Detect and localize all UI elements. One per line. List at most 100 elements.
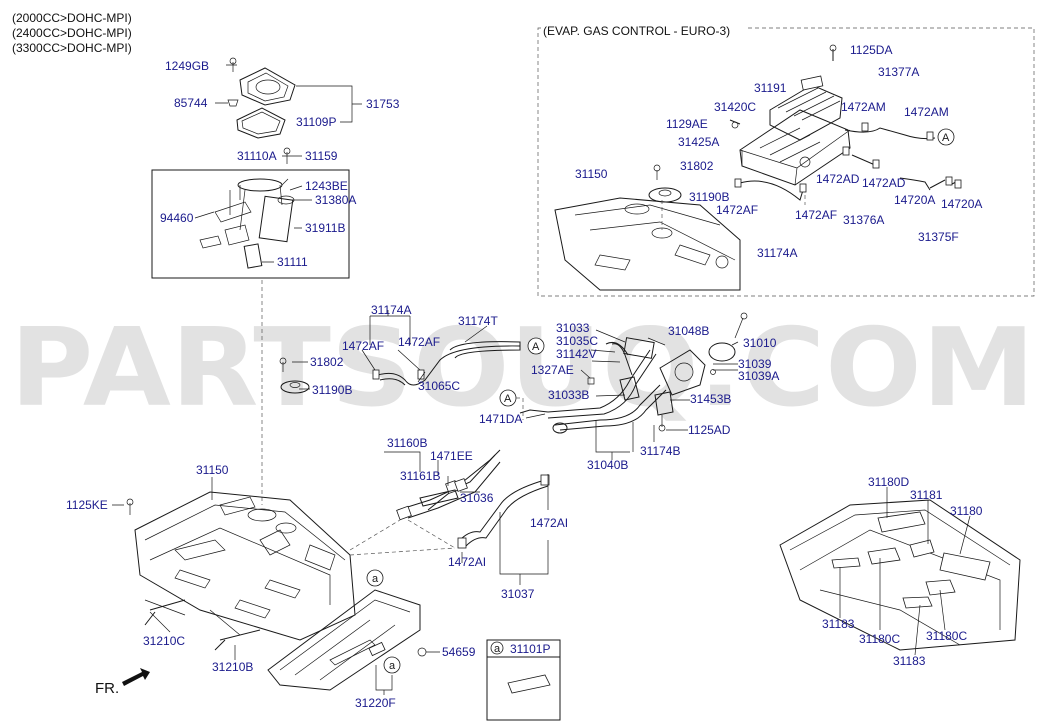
label-1125AD: 1125AD [688, 423, 731, 437]
label-31180: 31180 [950, 504, 983, 518]
label-1243BE: 1243BE [305, 179, 348, 193]
label-31036: 31036 [460, 491, 494, 505]
under-cover-drawing: a a [267, 569, 427, 691]
label-31174A-evap: 31174A [757, 246, 797, 260]
label-31110A: 31110A [237, 149, 277, 163]
label-31911B: 31911B [305, 221, 345, 235]
label-1327AE: 1327AE [531, 363, 574, 377]
label-1472AD-1: 1472AD [816, 172, 860, 186]
label-31037: 31037 [501, 587, 535, 601]
label-31180C-2: 31180C [926, 629, 967, 643]
label-31065C: 31065C [418, 379, 460, 393]
label-31190B-evap: 31190B [689, 190, 729, 204]
ref-marker-a-box: a [494, 643, 501, 655]
label-31802-mid: 31802 [310, 355, 344, 369]
label-1125KE: 1125KE [66, 498, 108, 512]
label-31180C-1: 31180C [859, 632, 900, 646]
right-tank-drawing [779, 499, 1021, 651]
ref-marker-A-inset [937, 128, 955, 146]
label-31191: 31191 [754, 81, 787, 95]
label-1472AI-2: 1472AI [448, 555, 486, 569]
label-1472AF-evap-2: 1472AF [795, 208, 837, 222]
label-31040B: 31040B [587, 458, 628, 472]
label-1472AF-evap-1: 1472AF [716, 203, 758, 217]
label-31210C: 31210C [143, 634, 185, 648]
label-1472AM-1: 1472AM [841, 100, 886, 114]
evap-tank-drawing [554, 197, 741, 291]
label-31048B: 31048B [668, 324, 709, 338]
label-31033B: 31033B [548, 388, 589, 402]
front-label: FR. [95, 680, 119, 697]
label-31160B: 31160B [387, 436, 427, 450]
main-tank-drawing [126, 491, 356, 651]
label-31101P: 31101P [510, 642, 550, 656]
label-1471EE: 1471EE [430, 449, 473, 463]
label-1472AF-mid-2: 1472AF [398, 335, 440, 349]
evap-inset: (EVAP. GAS CONTROL - EURO-3) [537, 23, 1035, 297]
ref-marker-a-cover-1: a [372, 573, 379, 585]
label-31039: 31039 [738, 357, 772, 371]
label-31159: 31159 [305, 149, 338, 163]
canister-drawing [729, 44, 851, 186]
ref-marker-A-mid: A [532, 341, 540, 353]
label-1472AI-1: 1472AI [530, 516, 568, 530]
label-31181: 31181 [910, 488, 943, 502]
engine-variant-1: (2000CC>DOHC-MPI) [12, 11, 132, 25]
label-31375F: 31375F [918, 230, 959, 244]
evap-inset-title: (EVAP. GAS CONTROL - EURO-3) [543, 24, 730, 38]
label-1472AD-2: 1472AD [862, 176, 906, 190]
label-31150-main: 31150 [196, 463, 229, 477]
label-31753: 31753 [366, 97, 400, 111]
front-arrow-icon [122, 668, 150, 686]
label-1471DA: 1471DA [479, 412, 522, 426]
label-31190B-mid: 31190B [312, 383, 352, 397]
label-31039A: 31039A [738, 369, 779, 383]
label-31180D: 31180D [868, 475, 909, 489]
evap-hoses-drawing [648, 122, 962, 203]
ref-marker-a-cover-2: a [389, 660, 396, 672]
label-1472AF-mid-1: 1472AF [342, 339, 384, 353]
part-31101p-box: a [486, 639, 561, 721]
fuel-hoses-drawing [396, 449, 550, 549]
label-85744: 85744 [174, 96, 208, 110]
label-31453B: 31453B [690, 392, 731, 406]
label-14720A-1: 14720A [894, 193, 935, 207]
label-31174B: 31174B [640, 444, 680, 458]
label-31210B: 31210B [212, 660, 253, 674]
label-31150-evap: 31150 [575, 167, 608, 181]
label-31183-2: 31183 [893, 654, 926, 668]
label-31111: 31111 [277, 255, 308, 269]
vent-hose-drawing: A [279, 337, 545, 394]
ref-marker-A-inset-text: A [942, 132, 950, 144]
label-1472AM-2: 1472AM [904, 105, 949, 119]
label-31377A: 31377A [878, 65, 919, 79]
label-31802-evap: 31802 [680, 159, 714, 173]
label-31161B: 31161B [400, 469, 440, 483]
label-31376A: 31376A [843, 213, 884, 227]
engine-variant-3: (3300CC>DOHC-MPI) [12, 41, 132, 55]
label-31174T: 31174T [458, 314, 498, 328]
label-31425A: 31425A [678, 135, 719, 149]
label-31010: 31010 [743, 336, 777, 350]
label-1129AE: 1129AE [666, 117, 708, 131]
part-labels: 1249GB 85744 31753 31109P 31110A 31159 1… [66, 43, 983, 710]
front-direction-indicator: FR. [95, 668, 150, 697]
label-1125DA: 1125DA [850, 43, 892, 57]
label-31420C: 31420C [714, 100, 756, 114]
evap-inset-frame [537, 27, 1035, 297]
label-31033: 31033 [556, 321, 590, 335]
label-54659: 54659 [442, 645, 476, 659]
label-31174A-mid: 31174A [371, 303, 411, 317]
label-31220F: 31220F [355, 696, 396, 710]
pump-box-frame [151, 169, 350, 279]
watermark-text: PARTSOUQ.COM [10, 306, 1035, 431]
label-31035C: 31035C [556, 334, 598, 348]
engine-variant-header: (2000CC>DOHC-MPI) (2400CC>DOHC-MPI) (330… [12, 11, 132, 55]
pump-assembly-drawing [151, 57, 350, 279]
ref-marker-A-filler: A [504, 393, 512, 405]
label-31380A: 31380A [315, 193, 356, 207]
label-31109P: 31109P [296, 115, 336, 129]
filler-neck-drawing: A [499, 312, 748, 434]
label-1249GB: 1249GB [165, 59, 209, 73]
